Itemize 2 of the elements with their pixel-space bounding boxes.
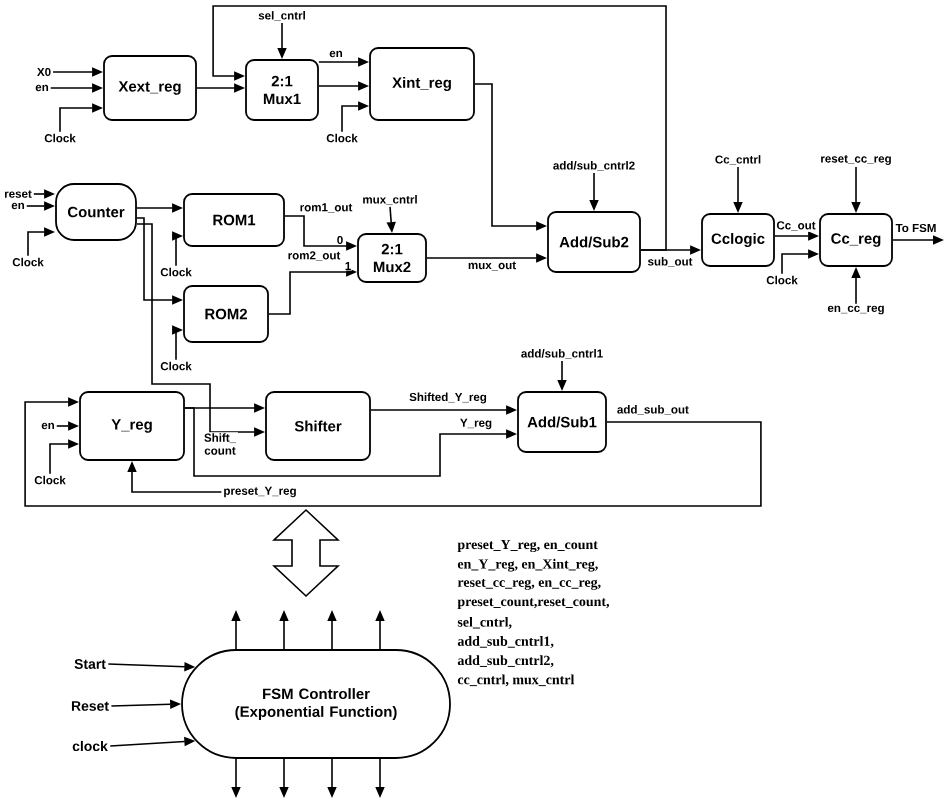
arrow bbox=[212, 5, 667, 251]
arrow bbox=[24, 397, 762, 507]
